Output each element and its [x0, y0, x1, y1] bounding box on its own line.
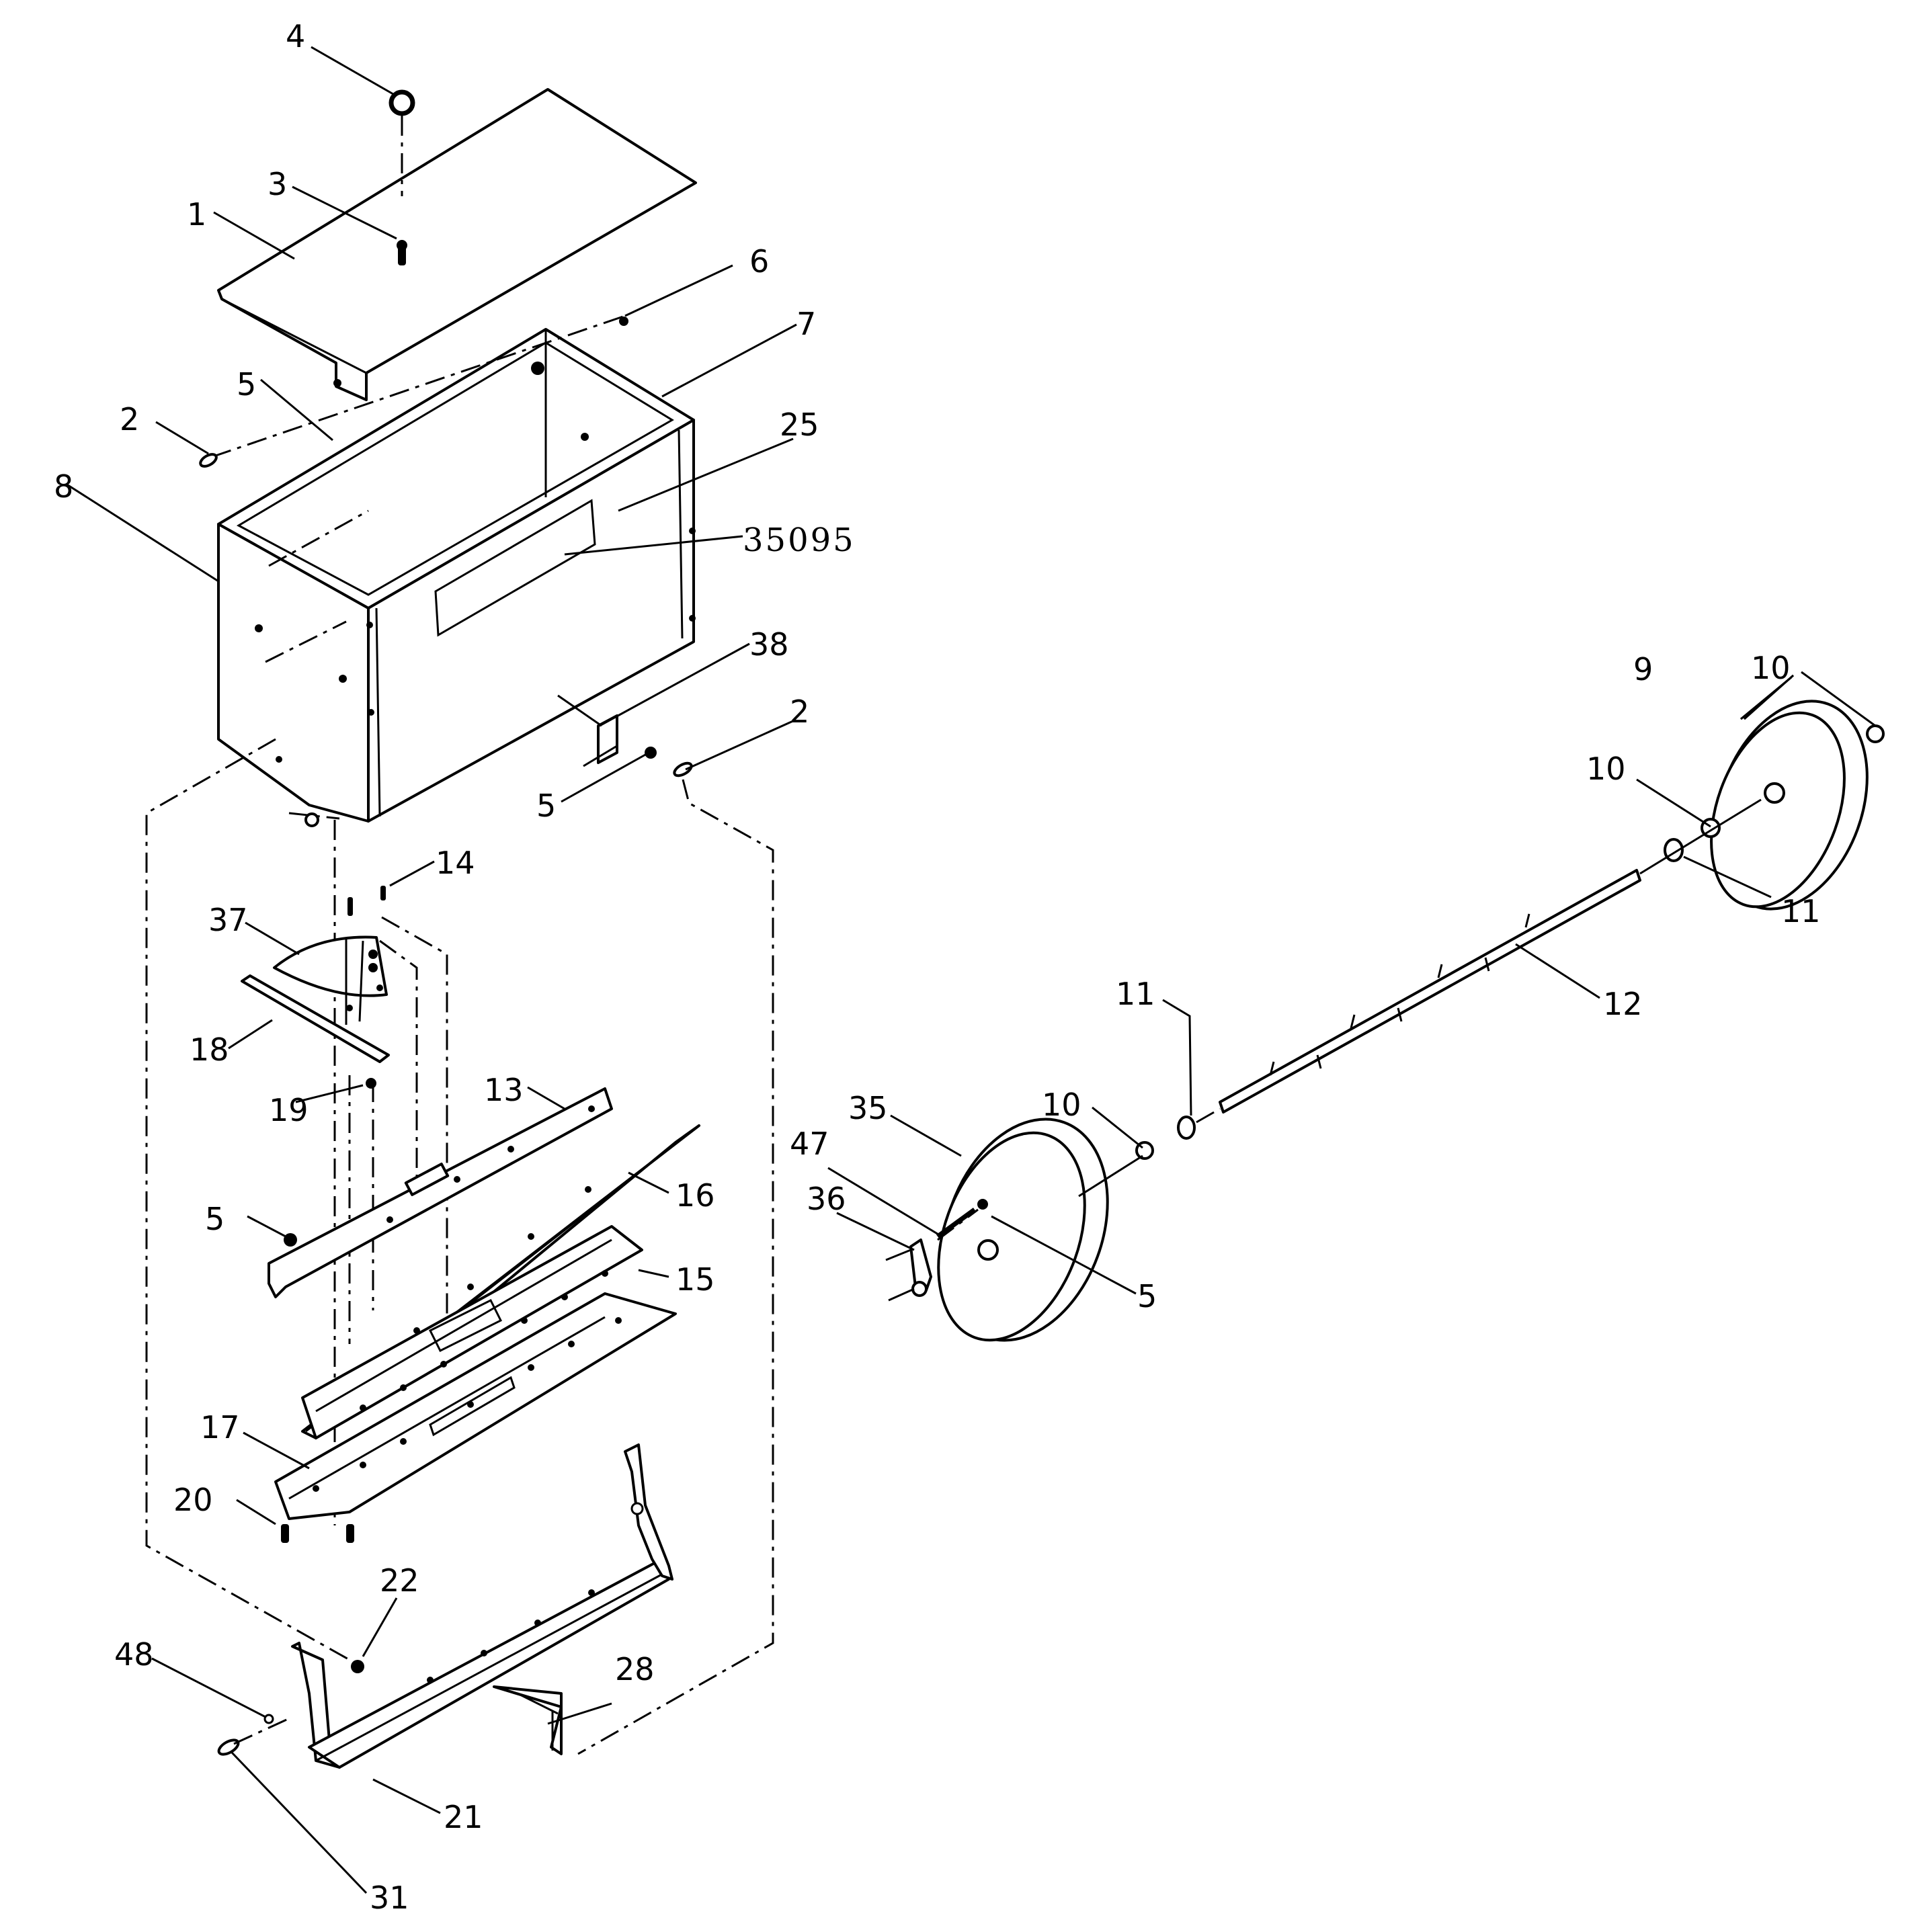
callout-37: 37 [208, 902, 248, 938]
callout-47: 47 [790, 1126, 829, 1162]
tray-part-17 [274, 1292, 677, 1520]
bracket-part-28 [493, 1685, 563, 1755]
bolt-part-31 [217, 1738, 240, 1756]
screw-part-14a [347, 897, 353, 916]
lid-part-1 [217, 88, 697, 401]
channel-part-15 [301, 1225, 643, 1439]
callout-17: 17 [200, 1409, 240, 1445]
callout-35: 35 [848, 1090, 888, 1126]
callout-20: 20 [173, 1482, 213, 1518]
bracket-part-38 [557, 694, 618, 767]
bar-part-13 [268, 1087, 613, 1298]
callout-31: 31 [370, 1880, 409, 1916]
callout-2a: 2 [120, 401, 139, 437]
callout-10b: 10 [1586, 751, 1626, 787]
callout-labels: 4 3 1 6 7 5 2 25 8 35095 38 2 5 14 37 18… [54, 18, 1821, 1916]
callout-19: 19 [269, 1092, 309, 1128]
callout-11b: 11 [1116, 976, 1155, 1012]
screw-part-20a [281, 1524, 289, 1543]
callout-3: 3 [268, 166, 287, 202]
washer-part-48 [263, 1714, 274, 1724]
screw-part-20b [346, 1524, 354, 1543]
callout-12: 12 [1603, 986, 1643, 1022]
callout-5c: 5 [205, 1201, 224, 1237]
axle-line-right [1639, 798, 1762, 875]
callout-15: 15 [676, 1261, 715, 1298]
callout-1: 1 [187, 196, 206, 233]
callout-35095: 35095 [743, 521, 856, 559]
callout-4: 4 [286, 18, 305, 54]
callout-13: 13 [484, 1072, 524, 1108]
nut-part-5 [645, 747, 657, 759]
knob-part-4 [388, 89, 415, 265]
callout-18: 18 [190, 1032, 229, 1068]
hopper-part-8 [199, 314, 696, 827]
callout-22: 22 [380, 1562, 419, 1599]
nut-part-10a [1866, 724, 1885, 743]
callout-10c: 10 [1042, 1087, 1081, 1123]
callout-8: 8 [54, 468, 73, 505]
callout-11a: 11 [1781, 893, 1821, 929]
callout-5d: 5 [1137, 1278, 1157, 1314]
bushing-part-11b [1177, 1116, 1196, 1140]
nut-part-5c [284, 1233, 297, 1247]
wheel-part-9 [1710, 700, 1869, 911]
callout-2b: 2 [790, 694, 809, 730]
callout-16: 16 [676, 1177, 715, 1214]
nut-part-19 [366, 1078, 376, 1089]
callout-5a: 5 [237, 366, 256, 403]
callout-21: 21 [444, 1799, 483, 1835]
callout-6: 6 [749, 243, 769, 280]
strip-part-18 [241, 974, 390, 1063]
callout-5b: 5 [536, 788, 556, 824]
pin-part-47 [936, 1208, 979, 1241]
bolt-part-2 [673, 761, 693, 778]
screw-part-14 [380, 886, 386, 900]
callout-28: 28 [615, 1651, 655, 1687]
link-part-36 [885, 1238, 932, 1302]
axle-part-12 [1219, 869, 1641, 1114]
guide-line-31 [233, 1716, 293, 1745]
nut-part-22 [351, 1660, 364, 1673]
callout-38: 38 [749, 626, 789, 663]
callout-9: 9 [1633, 651, 1653, 687]
callout-14: 14 [436, 845, 475, 881]
callout-48: 48 [114, 1636, 154, 1673]
guide-line-11 [1196, 1107, 1221, 1124]
wheel-part-35 [937, 1118, 1109, 1342]
deflector-part-37 [273, 935, 388, 1025]
callout-25: 25 [780, 407, 819, 443]
assembly-guide-lines [145, 738, 774, 1755]
callout-7: 7 [796, 306, 816, 342]
frame-part-21 [291, 1443, 673, 1769]
callout-10a: 10 [1751, 650, 1791, 686]
leader-lines [65, 46, 1876, 1894]
callout-36: 36 [807, 1181, 846, 1217]
axle-line-left [1078, 1154, 1143, 1198]
